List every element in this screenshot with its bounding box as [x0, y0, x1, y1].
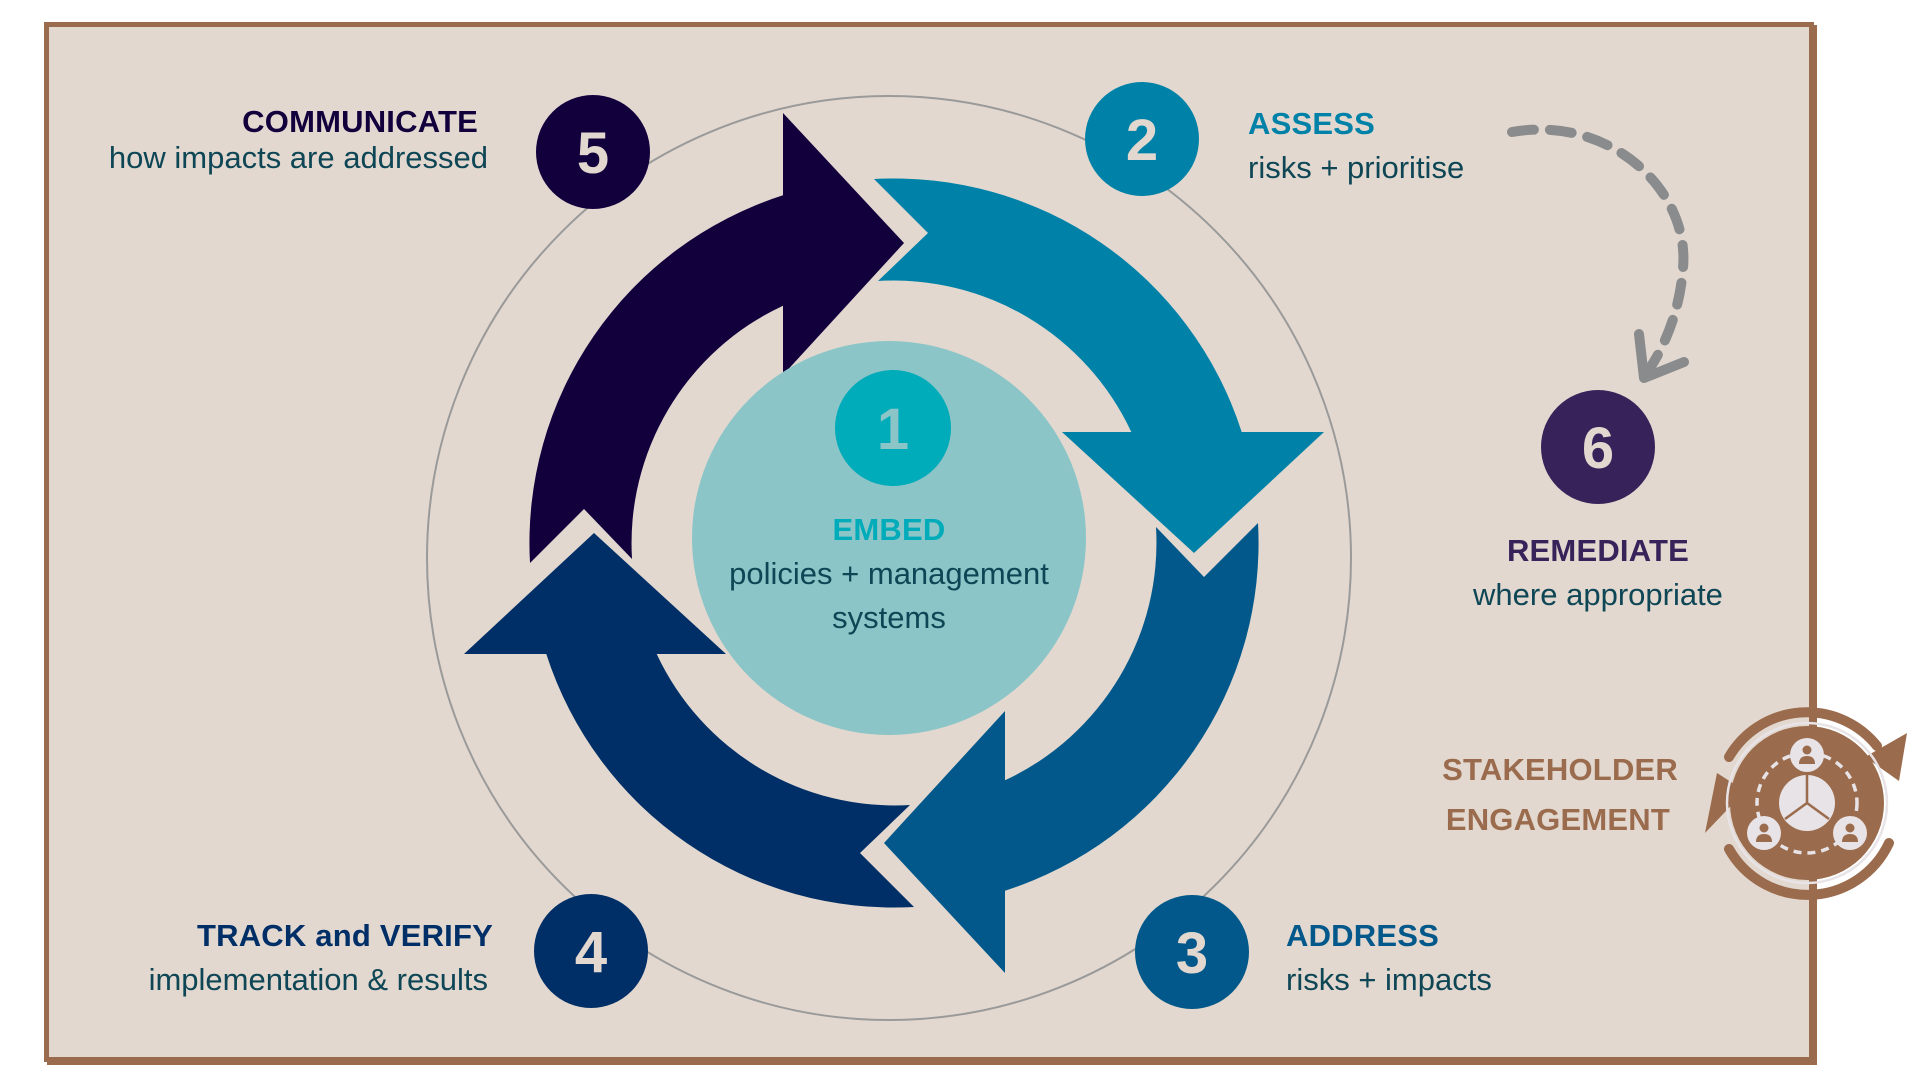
step-3-label: ADDRESS risks + impacts [1286, 918, 1492, 998]
cycle-arrow-assess-to-address [874, 178, 1324, 553]
puzzle-seams [1784, 775, 1830, 821]
outer-ring-line [426, 95, 1352, 1021]
step-6-label: REMEDIATE where appropriate [1398, 533, 1798, 613]
step-4-subtitle: implementation & results [148, 962, 488, 997]
dashed-arrow-head-icon [1634, 329, 1689, 383]
step-6-number: 6 [1582, 416, 1614, 481]
step-1-label: EMBED policies + management systems [689, 512, 1089, 636]
step-1-subtitle-line2: systems [832, 600, 946, 635]
step-2-number-badge [1085, 82, 1199, 196]
cycle-arrowhead-right-icon [1865, 733, 1907, 781]
person-icon-top [1790, 738, 1824, 772]
stakeholder-engagement-label: STAKEHOLDER ENGAGEMENT [1442, 752, 1678, 838]
cycle-arrow-address-to-track [884, 523, 1259, 973]
step-5-number: 5 [577, 121, 609, 186]
step-3-number-badge [1135, 895, 1249, 1009]
person-icon-right [1833, 816, 1867, 850]
step-2-number: 2 [1126, 108, 1158, 173]
step-3-number: 3 [1176, 921, 1208, 986]
step-6-title: REMEDIATE [1506, 533, 1690, 568]
step-3-title: ADDRESS [1286, 918, 1439, 953]
step-1-subtitle-line1: policies + management [729, 556, 1049, 591]
step-5-subtitle: how impacts are addressed [108, 140, 488, 175]
step-4-number-badge [534, 894, 648, 1008]
step-5-label: COMMUNICATE [242, 104, 478, 140]
step-1-number: 1 [877, 397, 909, 462]
step-4-label: TRACK and VERIFY implementation & result… [149, 918, 493, 998]
icon-dashed-ring [1755, 751, 1859, 855]
step-4-number: 4 [575, 920, 607, 985]
step-6-subtitle: where appropriate [1473, 577, 1723, 612]
step-2-label: ASSESS risks + prioritise [1248, 106, 1464, 186]
person-icon-left [1747, 816, 1781, 850]
step-3-subtitle: risks + impacts [1286, 962, 1492, 997]
embed-core-circle [692, 341, 1086, 735]
step-4-title: TRACK and VERIFY [197, 918, 493, 953]
step-5-title: COMMUNICATE [242, 104, 478, 139]
step-5-number-badge [536, 95, 650, 209]
step-2-title: ASSESS [1248, 106, 1375, 141]
dashed-arrow-assess-to-remediate [1507, 124, 1689, 383]
stakeholder-engagement-icon [1705, 707, 1907, 900]
stakeholder-line2: ENGAGEMENT [1445, 802, 1670, 837]
cycle-arrow-top-icon [1724, 707, 1882, 762]
step-1-number-badge [835, 370, 951, 486]
cycle-arrow-track-to-communicate [464, 533, 914, 908]
cycle-arrow-bottom-icon [1724, 838, 1894, 900]
step-5-subtitle-wrap: how impacts are addressed [109, 140, 488, 176]
step-6-number-badge [1541, 390, 1655, 504]
cycle-arrow-communicate-to-assess [529, 113, 904, 563]
step-1-title: EMBED [832, 512, 946, 547]
stakeholder-line1: STAKEHOLDER [1442, 752, 1678, 787]
icon-inner-ring [1725, 721, 1889, 885]
dashed-arrow-curve [1507, 124, 1689, 373]
step-2-subtitle: risks + prioritise [1248, 150, 1465, 185]
